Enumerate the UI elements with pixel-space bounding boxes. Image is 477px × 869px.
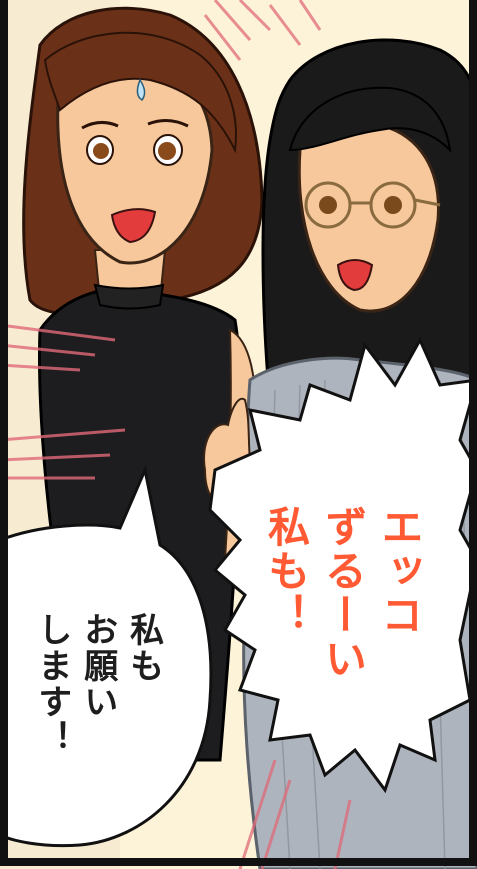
bangs-left	[43, 31, 237, 154]
iris-left-1	[93, 143, 109, 159]
iris-right-1	[319, 196, 337, 214]
mouth-left	[110, 208, 157, 244]
sweat-drop	[136, 78, 146, 102]
turtleneck	[93, 283, 165, 310]
speed-lines-left	[0, 323, 126, 480]
glasses-lens-2	[369, 181, 417, 229]
speech-right-line-2: ずるーい	[318, 505, 368, 681]
glasses-lens-1	[304, 181, 352, 229]
speech-left-line-3: します！	[31, 612, 72, 756]
speed-lines-top	[203, 0, 322, 61]
speech-left-line-1: 私も	[123, 612, 164, 684]
speed-lines-bottom	[238, 759, 352, 869]
speech-text-right: エッコずるーい私も！	[257, 505, 427, 681]
speech-bubble-left	[0, 464, 213, 848]
iris-right-2	[384, 196, 402, 214]
mouth-right	[336, 259, 374, 292]
speech-text-left: 私もお願いします！	[28, 612, 166, 756]
speech-bubble-right	[208, 336, 477, 794]
bangs-right	[288, 86, 452, 153]
speech-left-line-2: お願い	[77, 612, 118, 720]
speech-right-line-3: 私も！	[261, 505, 311, 637]
speech-right-line-1: エッコ	[375, 505, 424, 637]
iris-left-2	[158, 142, 176, 160]
